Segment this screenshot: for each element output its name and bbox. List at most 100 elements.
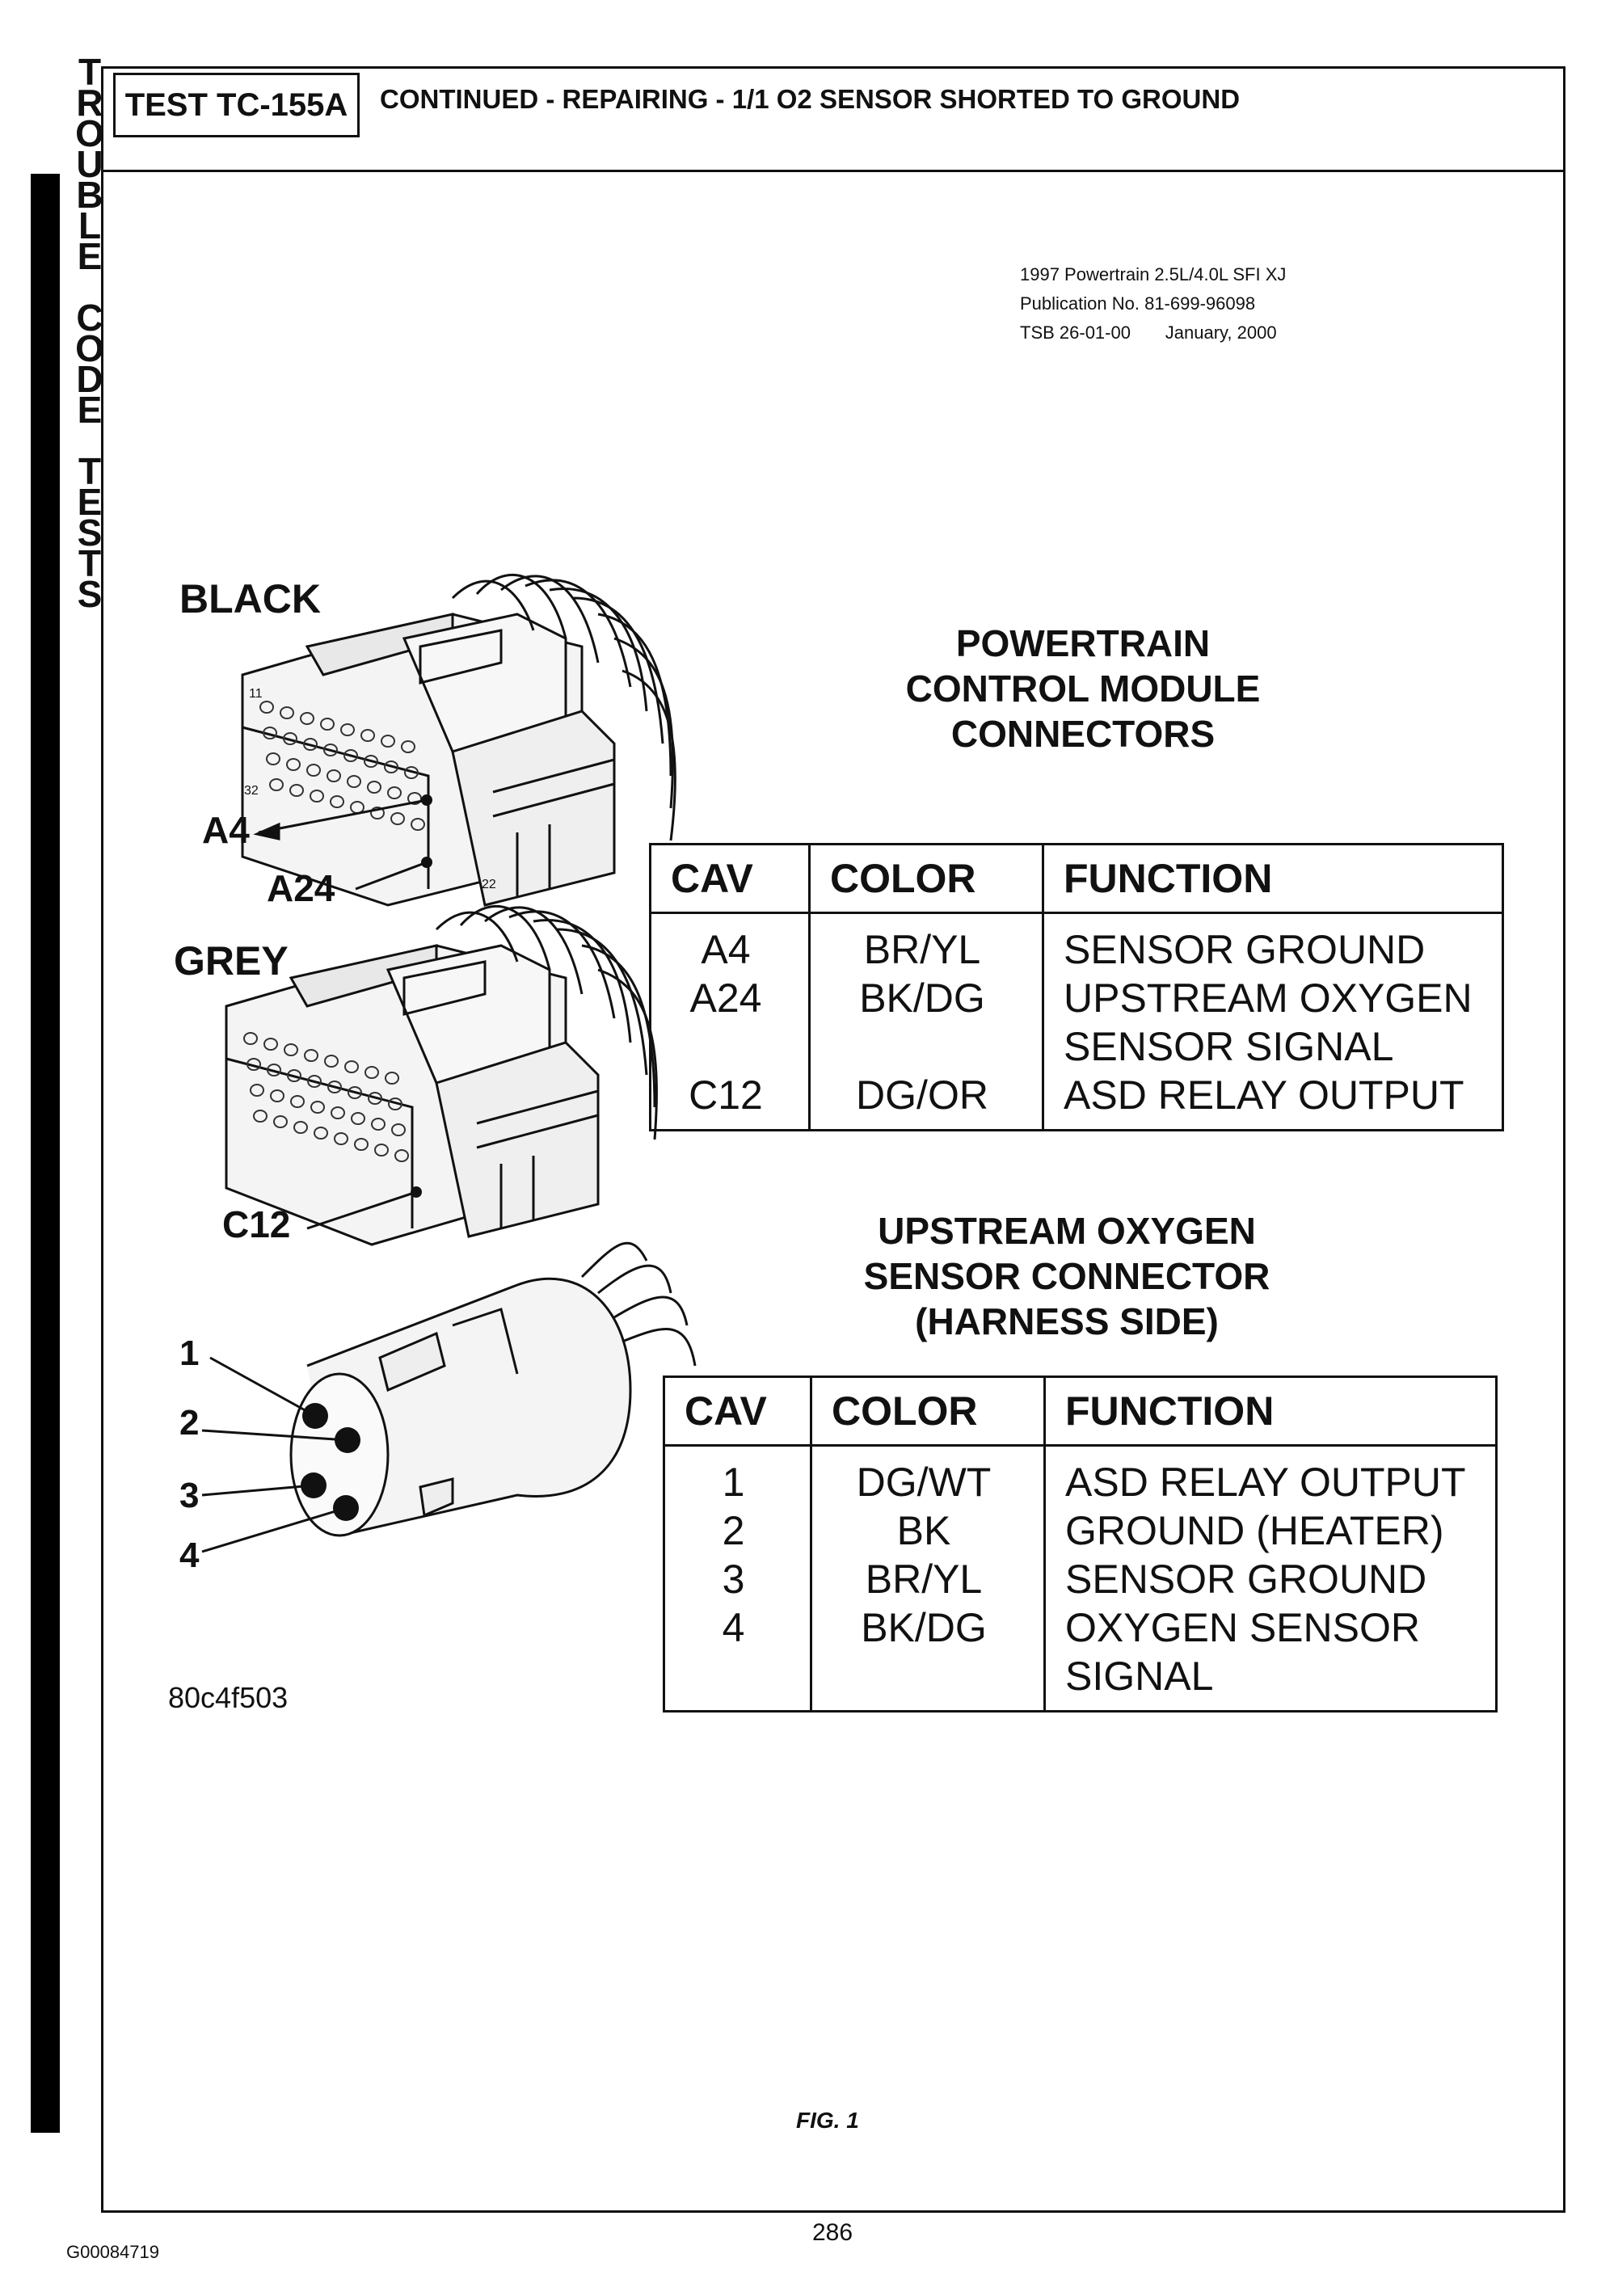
- grey-pcm-connector-drawing: [225, 904, 658, 1246]
- side-black-bar: [31, 174, 60, 2133]
- pcm-connectors-title: POWERTRAIN CONTROL MODULE CONNECTORS: [841, 621, 1325, 756]
- figure-code: 80c4f503: [168, 1681, 289, 1714]
- a4-leader-line: [258, 798, 428, 834]
- function-column: SENSOR GROUND UPSTREAM OXYGEN SENSOR SIG…: [1042, 912, 1504, 1131]
- pin-hole: [280, 706, 294, 719]
- pin-hole: [320, 718, 335, 731]
- pin-hole: [284, 1043, 298, 1056]
- side-letter: L: [78, 204, 102, 246]
- cav-cell: A4: [701, 927, 751, 972]
- pin-hole: [367, 781, 381, 794]
- pin-hole: [348, 1086, 362, 1099]
- pin-hole: [370, 807, 385, 819]
- function-column: ASD RELAY OUTPUT GROUND (HEATER) SENSOR …: [1043, 1445, 1498, 1712]
- grey-connector-label: GREY: [174, 938, 289, 984]
- o2-pin-label-3: 3: [179, 1476, 200, 1515]
- color-header: COLOR: [808, 843, 1044, 914]
- pin-hole: [243, 1032, 258, 1045]
- title-line: UPSTREAM OXYGEN: [878, 1210, 1256, 1252]
- grey-connector-pin-holes: [243, 1032, 409, 1162]
- pin-hole: [310, 1101, 325, 1114]
- black-connector-pin-holes: [259, 701, 425, 831]
- cav-cell: 4: [722, 1605, 745, 1650]
- side-letter: O: [75, 112, 104, 154]
- title-line: POWERTRAIN: [955, 622, 1211, 664]
- pin-hole: [247, 1058, 261, 1071]
- o2-connector-title: UPSTREAM OXYGEN SENSOR CONNECTOR (HARNES…: [808, 1208, 1325, 1344]
- function-cell: UPSTREAM OXYGEN: [1064, 975, 1473, 1021]
- pin-hole: [303, 738, 318, 751]
- pin-hole: [384, 760, 398, 773]
- pcm-connector-table: CAV COLOR FUNCTION A4 A24 C12 BR/YL BK/D…: [649, 843, 1504, 1131]
- pin-hole: [259, 701, 274, 714]
- page-frame: [101, 66, 1565, 2213]
- o2-sensor-connector-drawing: [289, 1241, 697, 1537]
- pin-hole: [324, 1055, 339, 1068]
- pin-hole: [385, 1072, 399, 1085]
- side-letter: S: [77, 573, 103, 615]
- cav-cell: 3: [722, 1557, 745, 1602]
- pin-hole: [351, 1112, 365, 1125]
- pin-hole: [304, 1049, 318, 1062]
- pin-4-leader: [201, 1506, 347, 1553]
- function-cell: ASD RELAY OUTPUT: [1065, 1460, 1466, 1505]
- side-letter: E: [77, 481, 103, 523]
- pin-hole: [273, 1115, 288, 1128]
- function-cell: SENSOR SIGNAL: [1064, 1024, 1394, 1069]
- pin-hole: [371, 1118, 386, 1131]
- pin-hole: [289, 784, 304, 797]
- function-cell: GROUND (HEATER): [1065, 1508, 1444, 1553]
- cav-cell: 2: [722, 1508, 745, 1553]
- pin-hole: [269, 778, 284, 791]
- side-letter: T: [78, 450, 102, 492]
- pin-hole: [300, 712, 314, 725]
- cav-cell: 1: [722, 1460, 745, 1505]
- side-letter: T: [78, 542, 102, 584]
- pin-hole: [266, 752, 280, 765]
- side-tab-trouble-code-tests: T R O U B L E C O D E T E S T S: [70, 51, 110, 615]
- function-cell: SENSOR GROUND: [1065, 1557, 1427, 1602]
- pin-hole: [331, 1106, 345, 1119]
- side-letter: T: [78, 51, 102, 93]
- pin-hole: [401, 740, 415, 753]
- page-number: 286: [812, 2219, 853, 2246]
- pin-number-11: 11: [249, 687, 263, 701]
- pin-hole: [404, 766, 419, 779]
- cav-cell: C12: [689, 1072, 763, 1118]
- pin-hole: [270, 1089, 284, 1102]
- pin-hole: [314, 1127, 328, 1140]
- pin-hole: [263, 727, 277, 739]
- cav-header: CAV: [649, 843, 811, 914]
- pin-hole: [411, 818, 425, 831]
- pin-hole: [253, 1110, 268, 1123]
- black-pcm-connector-drawing: [241, 573, 676, 907]
- pin-hole: [310, 790, 324, 803]
- cav-cell: A24: [689, 975, 762, 1021]
- pin-hole: [391, 1123, 406, 1136]
- pin-hole: [267, 1064, 281, 1076]
- pin-hole: [330, 795, 344, 808]
- pin-hole: [340, 723, 355, 736]
- publication-line: 1997 Powertrain 2.5L/4.0L SFI XJ: [1020, 264, 1287, 284]
- pin-hole: [364, 755, 378, 768]
- function-cell: SIGNAL: [1065, 1654, 1214, 1699]
- function-cell: SENSOR GROUND: [1064, 927, 1426, 972]
- pin-hole: [307, 1075, 322, 1088]
- pin-hole: [388, 1097, 402, 1110]
- side-letter: C: [76, 297, 103, 339]
- pin-hole: [364, 1066, 379, 1079]
- pin-hole: [327, 1081, 342, 1093]
- pin-hole: [290, 1095, 305, 1108]
- publication-line: TSB 26-01-00 January, 2000: [1020, 322, 1277, 343]
- pin-number-32: 32: [244, 784, 259, 798]
- side-letter: B: [76, 174, 103, 216]
- pin-hole: [263, 1038, 278, 1051]
- pin-hole: [343, 749, 358, 762]
- test-id-box: TEST TC-155A: [113, 73, 360, 137]
- o2-pin-label-1: 1: [179, 1333, 200, 1373]
- cav-header: CAV: [663, 1375, 812, 1447]
- pin-hole: [283, 732, 297, 745]
- pin-hole: [387, 786, 402, 799]
- color-cell: DG/OR: [856, 1072, 988, 1118]
